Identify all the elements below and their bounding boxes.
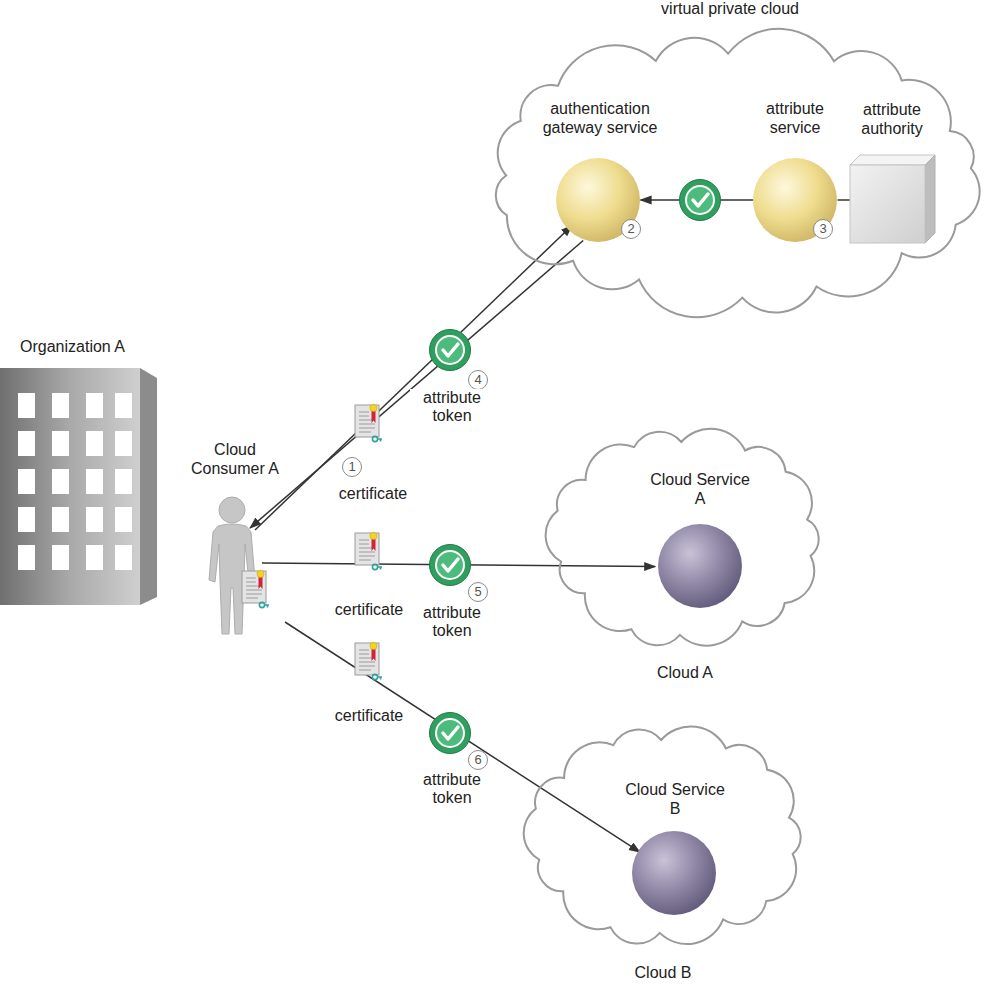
label-anchor: 2 xyxy=(621,219,641,239)
cloud-region: Cloud A Cloud Service A xyxy=(535,405,835,690)
label-anchor: 4 xyxy=(468,370,488,390)
callout-number: 2 xyxy=(621,219,641,239)
service-sphere: Cloud Service B xyxy=(605,778,745,918)
callout-number: 3 xyxy=(813,219,833,239)
node-outline xyxy=(0,335,160,610)
node-label: Cloud B xyxy=(603,963,723,982)
certificate-icon xyxy=(355,404,382,441)
label-anchor: 5 xyxy=(468,582,488,602)
service-sphere: attribute service xyxy=(727,95,867,245)
icon-caption: attribute token xyxy=(410,389,494,426)
authority-box: attribute authority xyxy=(840,100,945,250)
callout-number: 1 xyxy=(342,457,362,477)
label-anchor: 3 xyxy=(813,219,833,239)
callout-number: 4 xyxy=(468,370,488,390)
certificate-icon xyxy=(355,532,382,569)
connector xyxy=(255,226,572,531)
label-anchor: attribute token xyxy=(410,771,494,808)
token-icon xyxy=(680,180,721,221)
token-icon xyxy=(430,545,471,586)
organization-building: Organization A xyxy=(0,335,160,610)
node-label: Cloud Service B xyxy=(625,780,725,818)
node-label: Cloud Service A xyxy=(650,470,750,508)
icon-caption: certificate xyxy=(333,601,405,619)
node-label: attribute authority xyxy=(842,100,942,138)
connector xyxy=(838,199,850,201)
connector xyxy=(250,241,583,529)
connector xyxy=(285,622,640,852)
label-anchor: 6 xyxy=(468,750,488,770)
cloud-region: Cloud B Cloud Service B xyxy=(515,705,830,991)
node-label: Cloud Consumer A xyxy=(185,440,285,478)
callout-number: 5 xyxy=(468,582,488,602)
node-outline xyxy=(605,778,745,918)
node-label: attribute service xyxy=(750,99,840,137)
service-sphere: authentication gateway service xyxy=(530,95,670,245)
label-anchor: 1 xyxy=(342,457,362,477)
service-sphere: Cloud Service A xyxy=(630,468,770,613)
icon-caption: certificate xyxy=(337,485,409,503)
label-anchor: attribute token xyxy=(410,389,494,426)
node-outline xyxy=(727,95,867,245)
node-label: Organization A xyxy=(0,337,145,356)
node-label: authentication gateway service xyxy=(535,99,665,137)
icon-caption: certificate xyxy=(333,707,405,725)
icon-caption: attribute token xyxy=(410,604,494,641)
cloud-region: virtual private cloud authentication gate… xyxy=(470,0,990,330)
consumer-figure: Cloud Consumer A xyxy=(190,438,290,638)
node-label: Cloud A xyxy=(625,663,745,682)
icon-caption: attribute token xyxy=(410,771,494,808)
node-label: virtual private cloud xyxy=(630,0,830,18)
label-anchor: certificate xyxy=(337,485,409,503)
node-outline xyxy=(630,468,770,613)
callout-number: 6 xyxy=(468,750,488,770)
label-anchor: attribute token xyxy=(410,604,494,641)
certificate-icon xyxy=(355,642,382,679)
label-anchor: certificate xyxy=(333,707,405,725)
node-outline xyxy=(530,95,670,245)
label-anchor: certificate xyxy=(333,601,405,619)
token-icon xyxy=(430,330,471,371)
token-icon xyxy=(430,713,471,754)
